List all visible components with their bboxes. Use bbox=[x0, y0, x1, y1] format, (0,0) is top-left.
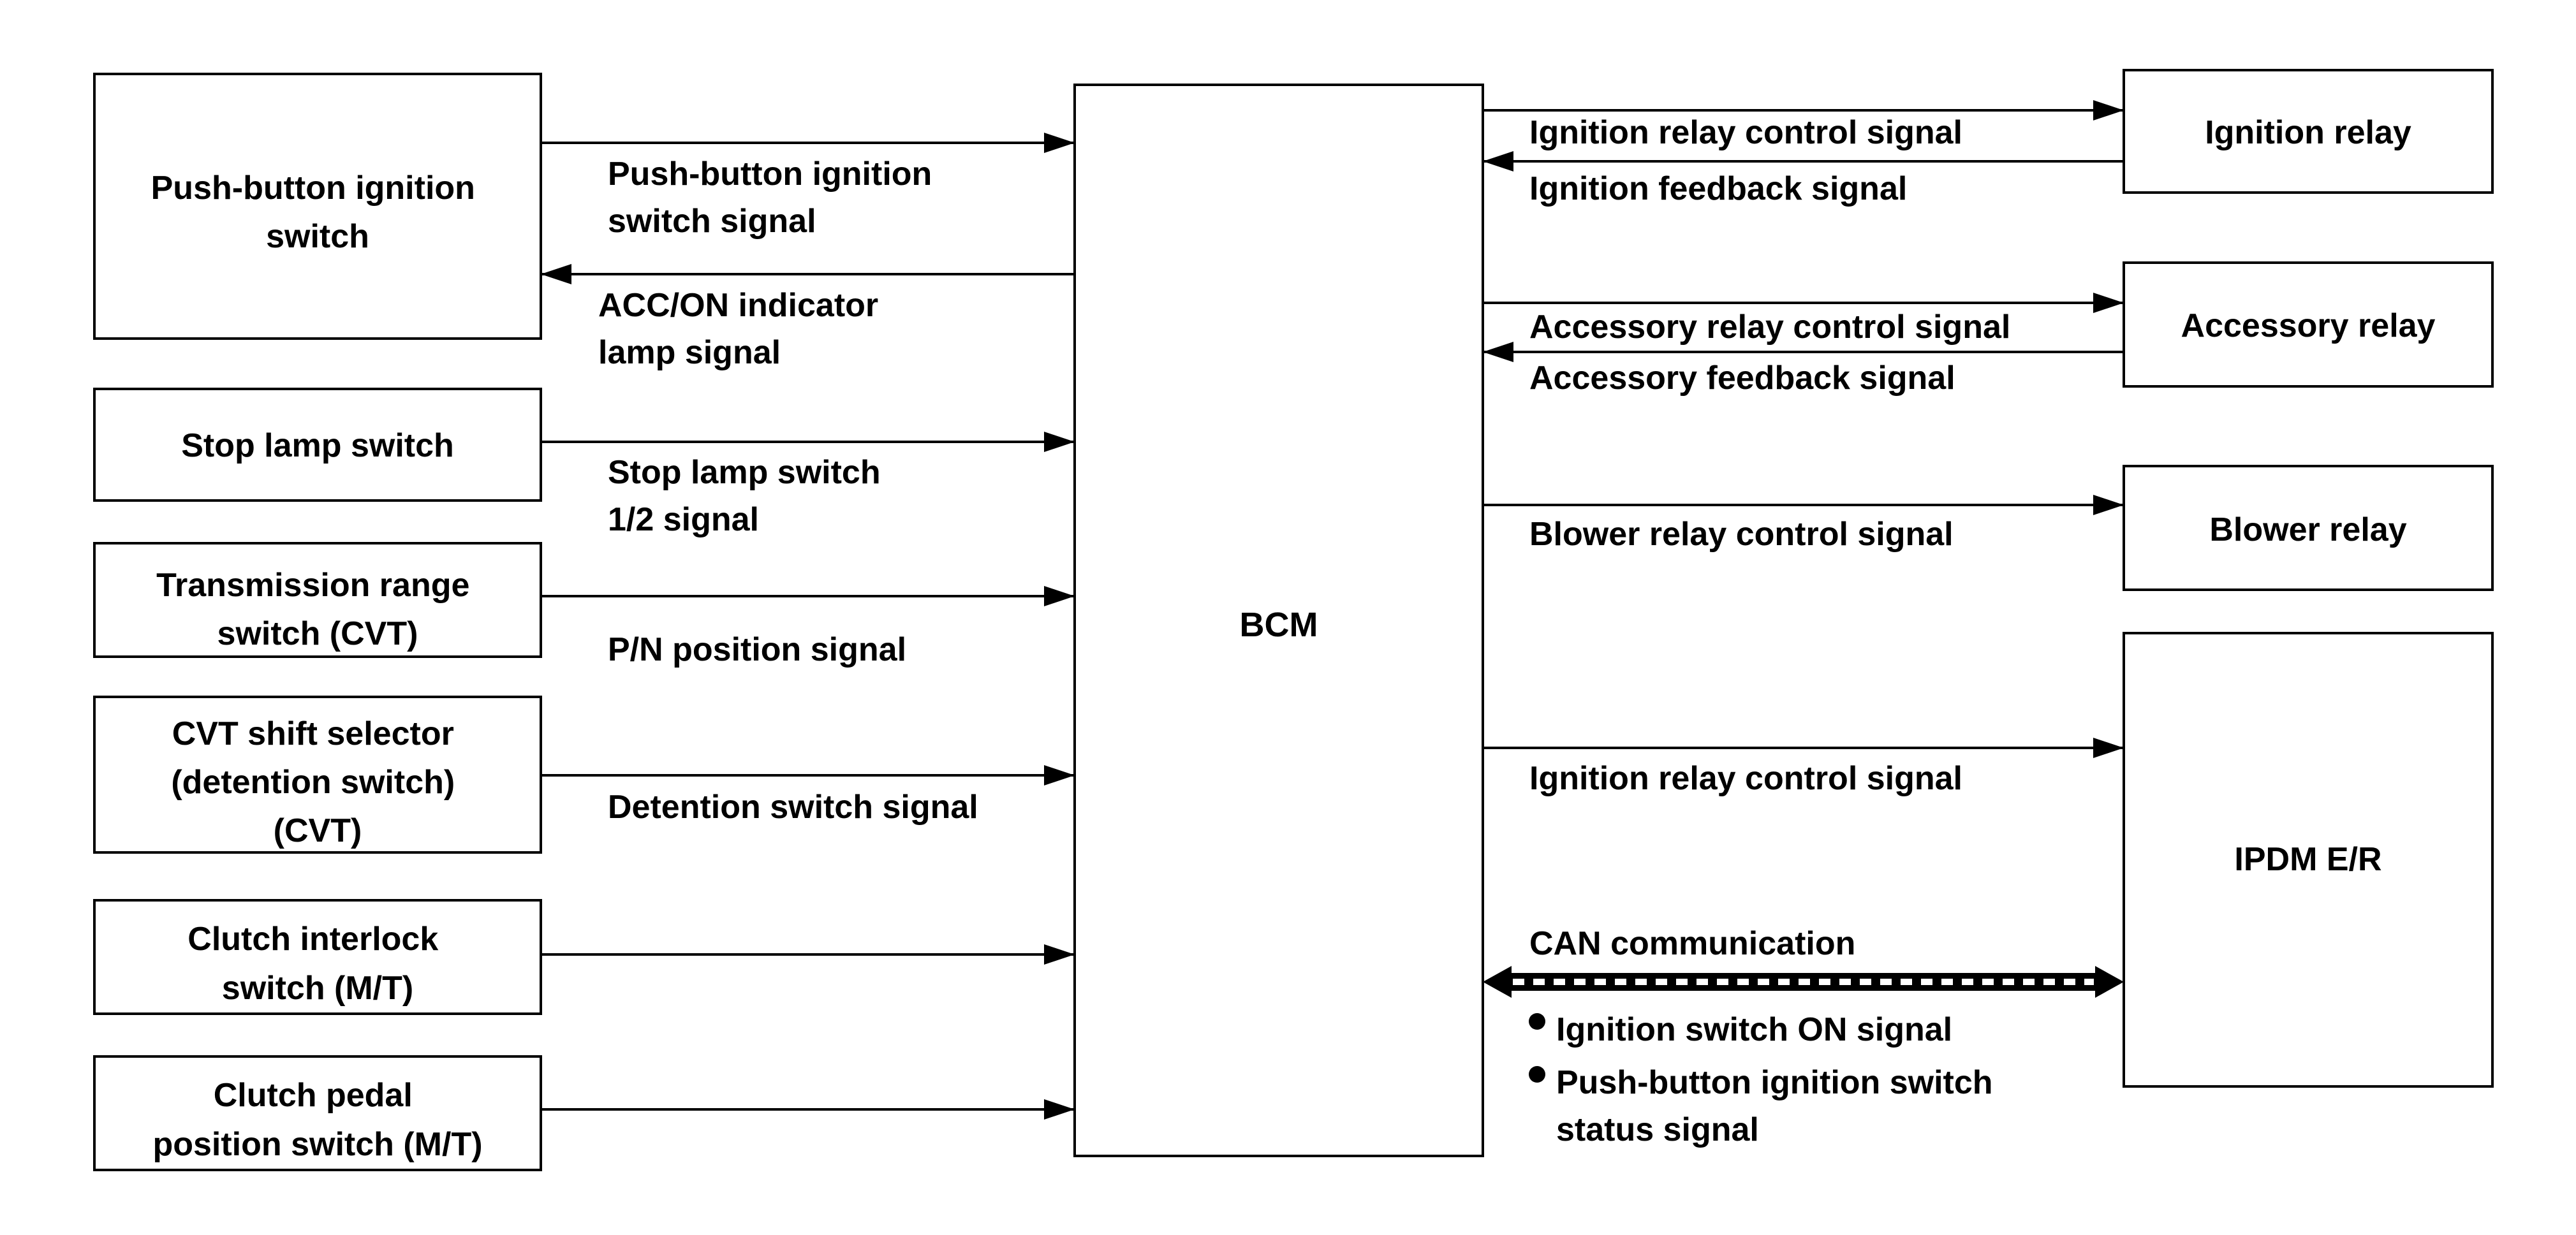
clutch-pedal-position-switch-label: Clutch pedal position switch (M/T) bbox=[152, 1077, 482, 1163]
can-right-arrowhead bbox=[2095, 966, 2124, 998]
clutch-interlock-switch-label: Clutch interlock switch (M/T) bbox=[188, 921, 447, 1007]
ipdm-er-label: IPDM E/R bbox=[2234, 841, 2381, 878]
clutch-pedal-position-switch-box bbox=[93, 1055, 542, 1171]
can-communication-label: CAN communication bbox=[1529, 925, 1855, 962]
ipdm-ignition-relay-control-signal-label: Ignition relay control signal bbox=[1529, 760, 1962, 797]
transmission-range-switch-label: Transmission range switch (CVT) bbox=[156, 567, 479, 652]
push-button-ignition-switch-box bbox=[93, 73, 542, 340]
ignition-relay-box bbox=[2123, 69, 2494, 194]
transmission-range-switch-box bbox=[93, 542, 542, 658]
ignition-relay-control-signal-label: Ignition relay control signal bbox=[1529, 114, 1962, 151]
ignition-feedback-signal-label: Ignition feedback signal bbox=[1529, 170, 1907, 207]
cvt-shift-selector-label: CVT shift selector (detention switch) (C… bbox=[171, 715, 464, 849]
blower-relay-box bbox=[2123, 465, 2494, 591]
cvt-shift-selector-box bbox=[93, 696, 542, 854]
can-item-bullet-1 bbox=[1529, 1013, 1545, 1030]
can-item-1-label: Ignition switch ON signal bbox=[1556, 1011, 1952, 1048]
blower-relay-control-signal-label: Blower relay control signal bbox=[1529, 516, 1954, 553]
ignition-relay-label: Ignition relay bbox=[2205, 114, 2411, 151]
accessory-feedback-signal-label: Accessory feedback signal bbox=[1529, 360, 1955, 397]
pn-position-signal-label: P/N position signal bbox=[608, 631, 906, 668]
acc-on-indicator-lamp-signal-label: ACC/ON indicator lamp signal bbox=[598, 287, 888, 371]
stop-lamp-switch-label: Stop lamp switch bbox=[181, 427, 454, 464]
accessory-relay-box bbox=[2123, 261, 2494, 388]
stop-lamp-switch-signal-label: Stop lamp switch 1/2 signal bbox=[608, 454, 890, 538]
can-item-2-label: Push-button ignition switch status signa… bbox=[1556, 1064, 2002, 1148]
can-left-arrowhead bbox=[1483, 966, 1512, 998]
accessory-relay-control-signal-label: Accessory relay control signal bbox=[1529, 309, 2010, 346]
bcm-box bbox=[1073, 84, 1484, 1157]
blower-relay-label: Blower relay bbox=[2209, 511, 2406, 548]
push-button-ignition-switch-label: Push-button ignition switch bbox=[151, 170, 485, 255]
detention-switch-signal-label: Detention switch signal bbox=[608, 789, 978, 826]
bcm-label: BCM bbox=[1240, 606, 1318, 644]
accessory-relay-label: Accessory relay bbox=[2181, 307, 2436, 344]
push-button-ignition-switch-signal-label: Push-button ignition switch signal bbox=[608, 156, 941, 240]
clutch-interlock-switch-box bbox=[93, 899, 542, 1015]
stop-lamp-switch-box bbox=[93, 388, 542, 502]
can-item-bullet-2 bbox=[1529, 1066, 1545, 1083]
ipdm-er-box bbox=[2123, 632, 2494, 1088]
